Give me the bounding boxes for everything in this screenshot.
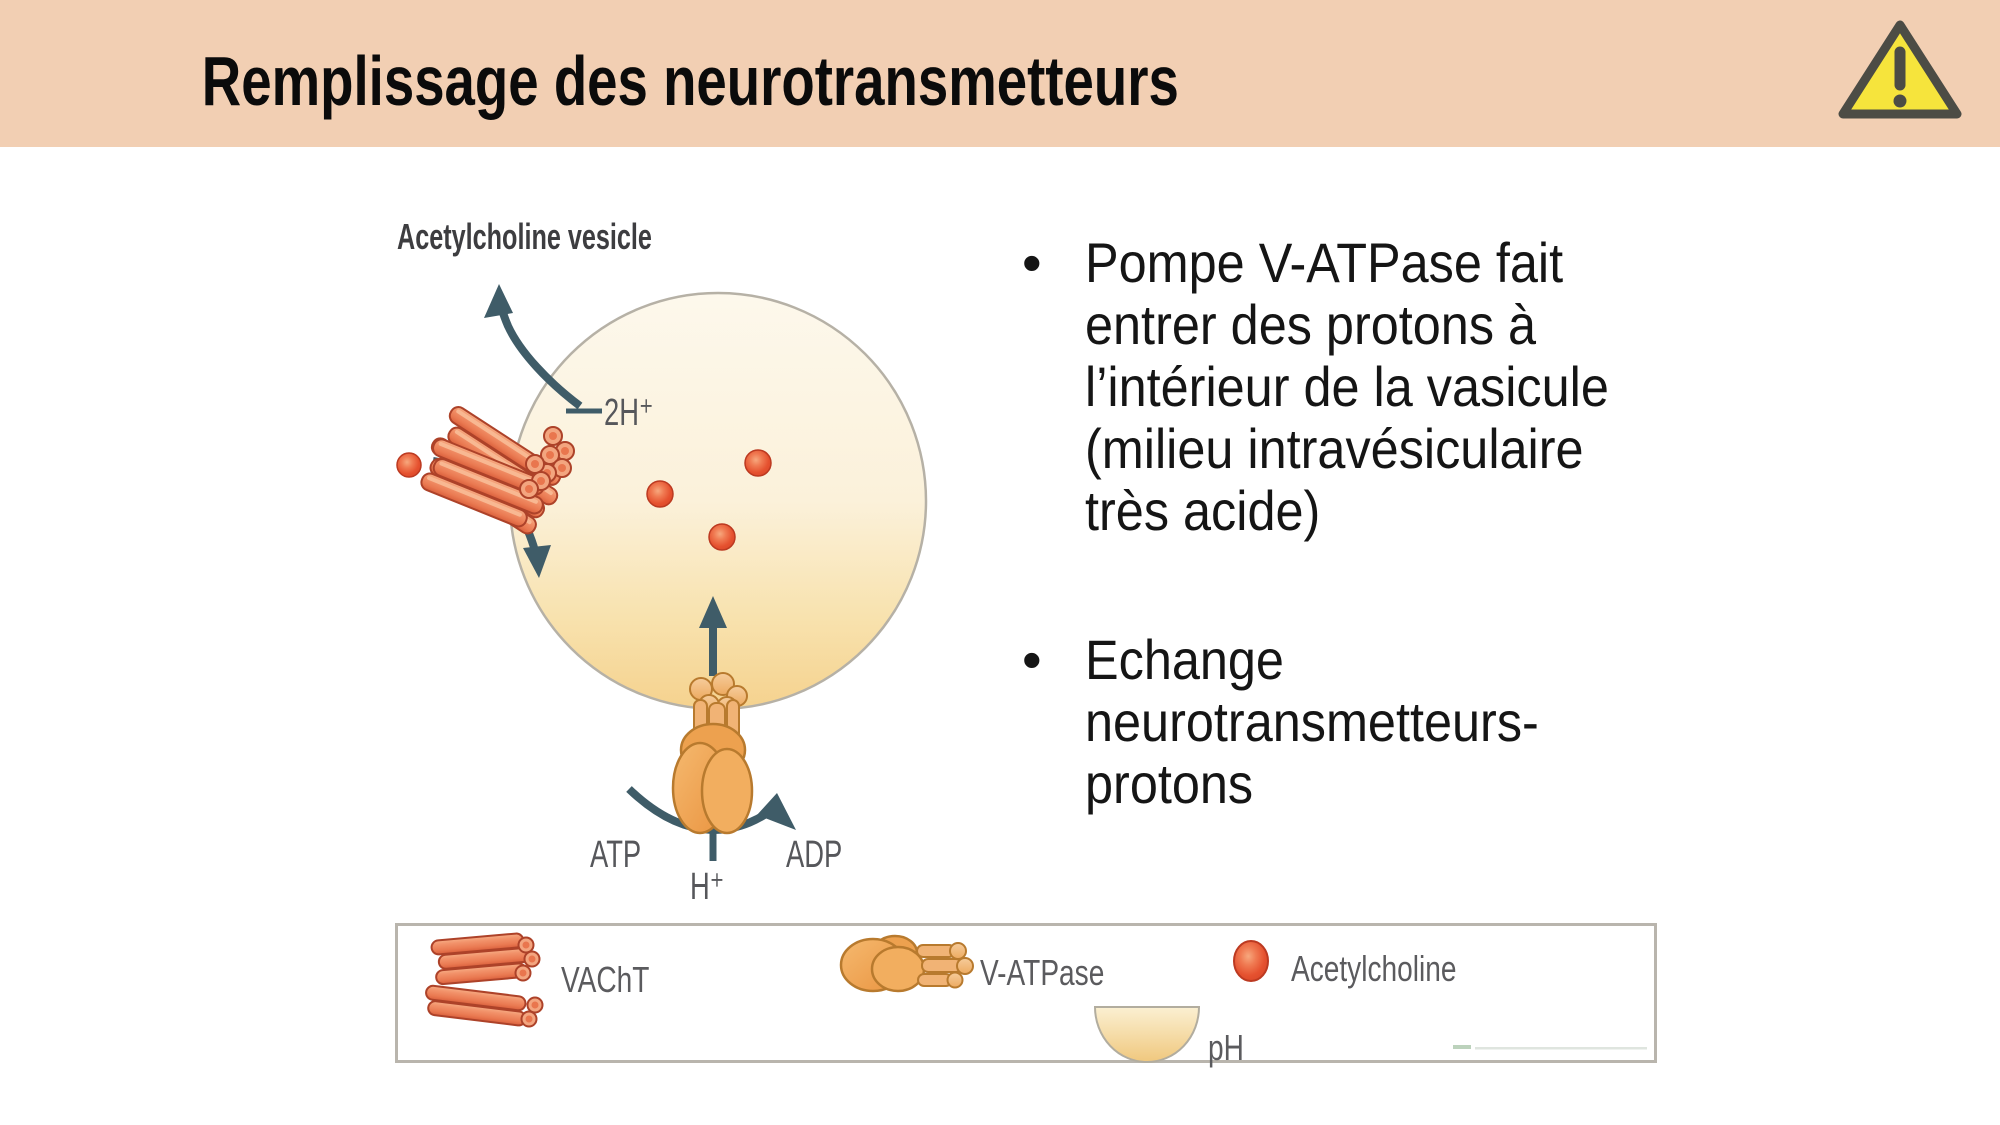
bullet-1-line-2: entrer des protons à [1085,293,1537,356]
vesicle-circle [508,291,928,711]
legend-label-acetylcholine: Acetylcholine [1291,948,1457,989]
vesicle-diagram [396,284,928,861]
bullet-2: Echange neurotransmetteurs- protons [1085,629,1589,815]
legend-box: VAChT V-ATPase Acetylcholine pH [395,923,1657,1068]
acetylcholine-dots [396,449,772,551]
h-plus-label: H⁺ [690,866,725,908]
bullet-2-line-3: protons [1085,752,1254,815]
proton-exit-arrow [484,284,602,414]
legend-icons [425,932,1647,1063]
bullet-2-line-2: neurotransmetteurs- [1085,690,1539,753]
ph-gradient-icon [1093,1006,1201,1063]
bullet-1-line-1: Pompe V-ATPase fait [1085,231,1564,294]
bullet-1-line-5: très acide) [1085,479,1321,542]
legend-label-vacht: VAChT [561,959,650,1000]
vacht-icon [425,932,544,1028]
bullet-marker-2: • [1022,628,1042,691]
vacht-transporter [420,406,575,535]
bullet-1-line-4: (milieu intravésiculaire [1085,417,1584,480]
bullet-marker-1: • [1022,231,1042,294]
atp-label: ATP [590,834,642,876]
two-h-plus-label: 2H⁺ [604,392,654,434]
bullet-1-line-3: l’intérieur de la vasicule [1085,355,1609,418]
adp-label: ADP [786,834,843,876]
acetylcholine-icon [1233,940,1269,982]
bullet-1: Pompe V-ATPase fait entrer des protons à… [1085,232,1667,542]
header-bar [0,0,2000,147]
v-atpase-pump [671,672,754,835]
page-title: Remplissage des neurotransmetteurs [201,42,1179,120]
v-atpase-icon [839,934,974,993]
vesicle-figure-title: Acetylcholine vesicle [397,216,652,257]
bullet-2-line-1: Echange [1085,628,1284,691]
watermark-remnant [1453,1045,1647,1050]
legend-label-v-atpase: V-ATPase [980,952,1105,993]
warning-triangle-icon [1838,20,1962,119]
legend-label-ph: pH [1208,1027,1244,1068]
vacht-tube-ends [519,426,575,499]
